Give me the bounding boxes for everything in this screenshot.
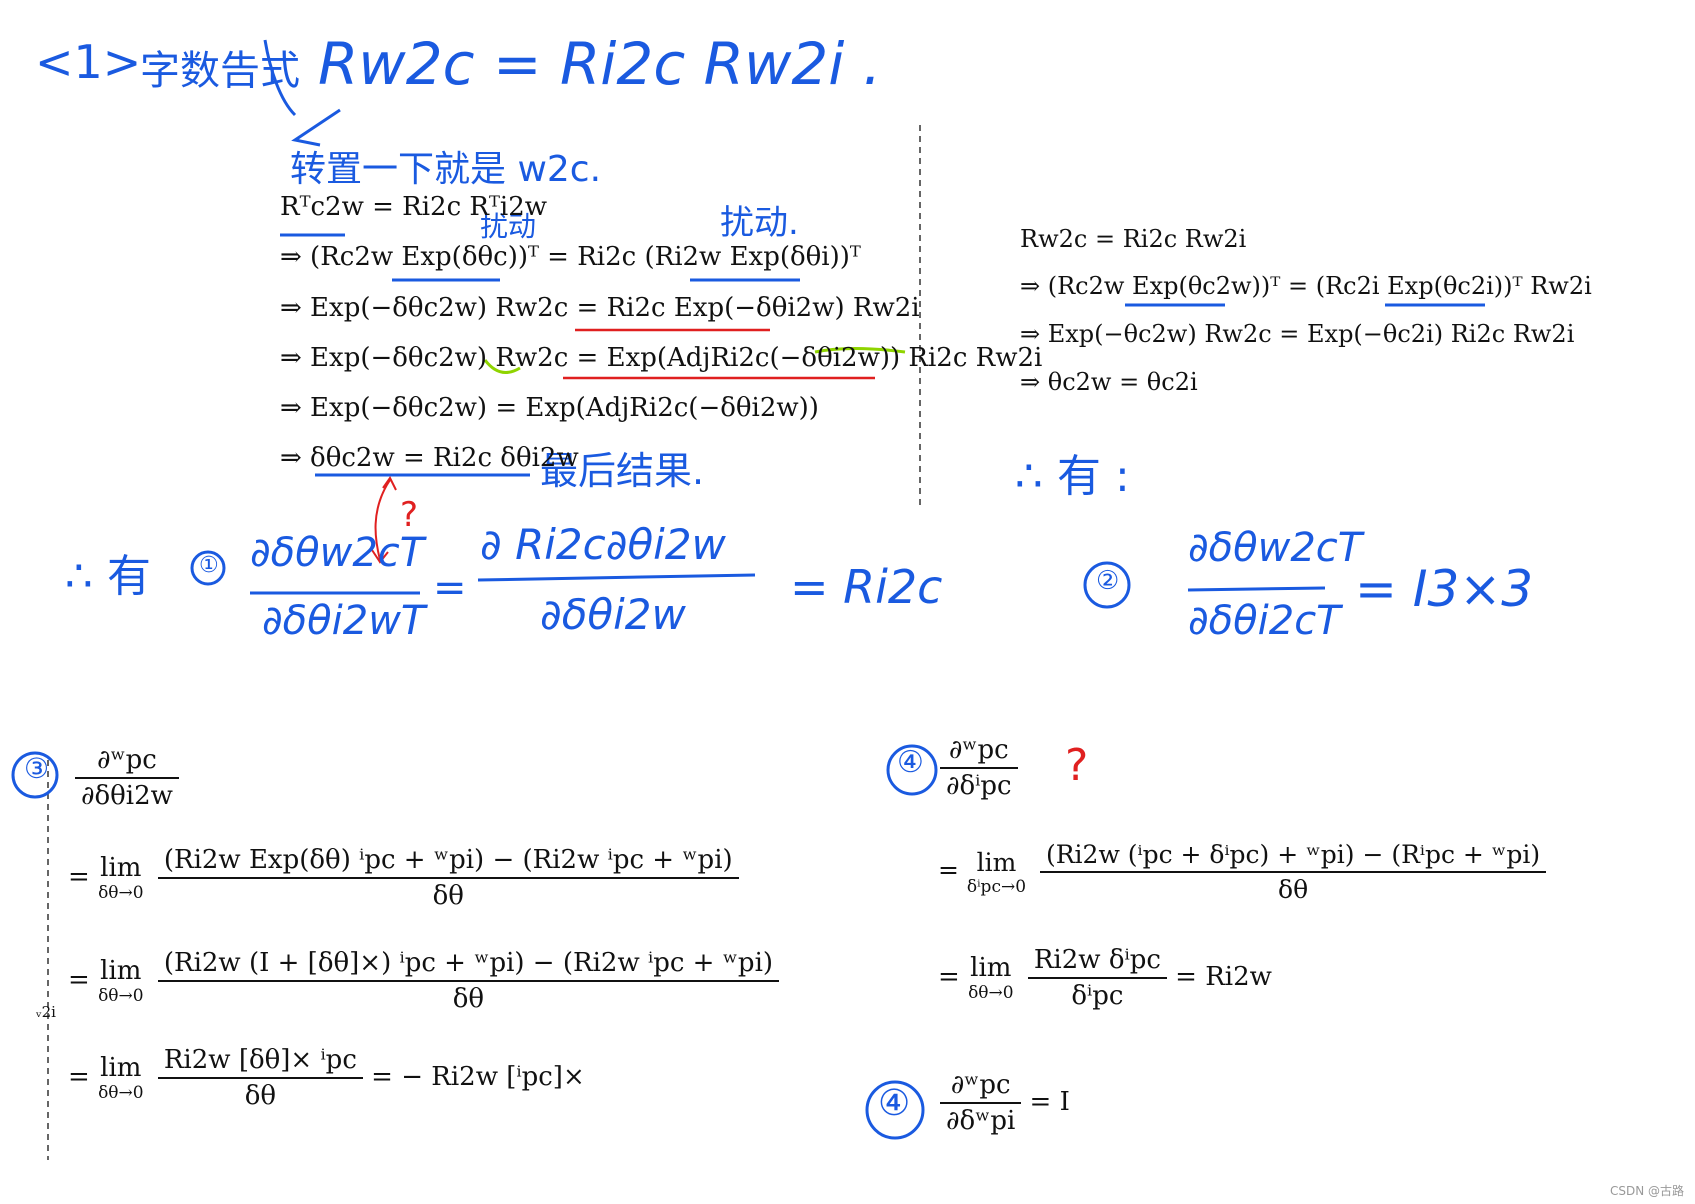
left-line-1: Rᵀc2w = Ri2c Rᵀi2w	[280, 192, 548, 222]
block3-row1-lim-sub: δθ→0	[98, 883, 144, 903]
block3-row2-den: δθ	[157, 980, 780, 1014]
block4-row1-eq: =	[938, 855, 959, 885]
block3-row2-lim: lim	[100, 956, 142, 986]
right-line-4: ⇒ θc2w = θc2i	[1020, 368, 1198, 396]
frac-bar-jac2	[1187, 586, 1326, 592]
transpose-note: 转置一下就是 w2c.	[290, 149, 602, 190]
block4-row1-lim-sub: δⁱpc→0	[966, 876, 1027, 897]
jac2-result: = I3×3	[1355, 560, 1534, 618]
therefore-right: ∴ 有 :	[1015, 451, 1130, 502]
green-mark-2	[814, 347, 906, 354]
jac1-denominator: ∂δθi2wT	[262, 598, 426, 644]
left-line-3: ⇒ Exp(−δθc2w) Rw2c = Ri2c Exp(−δθi2w) Rw…	[280, 293, 920, 323]
block4-row2-den: δⁱpc	[1027, 977, 1167, 1011]
green-mark-1	[483, 359, 521, 374]
circle-1-ring	[190, 550, 226, 586]
block4-row1-lim: lim	[976, 847, 1017, 877]
left-line-2: ⇒ (Rc2w Exp(δθc))ᵀ = Ri2c (Ri2w Exp(δθi)…	[280, 242, 861, 272]
jac1-mid-denominator: ∂δθi2w	[540, 590, 686, 639]
perturb-note-2: 扰动.	[720, 203, 799, 243]
block4-row1-den: δθ	[1039, 871, 1547, 904]
circle-3-ring	[11, 751, 59, 799]
block3-lhs-den: ∂δθi2w	[75, 777, 179, 811]
block5-lhs-den: ∂δʷpi	[940, 1102, 1022, 1136]
arrow-stroke	[263, 39, 297, 117]
block3-row1-lim: lim	[100, 853, 142, 883]
red-arrow-head-top	[382, 476, 397, 491]
block5-result: = I	[1029, 1087, 1070, 1117]
circle-4b-ring	[865, 1080, 925, 1140]
block3-side-fragment: ᵥ2i	[36, 1003, 56, 1021]
red-arrow	[374, 479, 391, 561]
block4-row1-num: (Ri2w (ⁱpc + δⁱpc) + ʷpi) − (Rⁱpc + ʷpi)	[1045, 840, 1541, 869]
jac1-result: = Ri2c	[790, 560, 943, 614]
block3-row1-eq: =	[68, 862, 90, 892]
block4-lhs-den: ∂δⁱpc	[940, 767, 1018, 801]
circle-2-label: ②	[1096, 566, 1120, 596]
block3-lhs-num: ∂ʷpc	[97, 745, 157, 775]
circle-4a-ring	[886, 744, 938, 796]
main-equation: Rw2c = Ri2c Rw2i .	[318, 30, 882, 98]
left-line-6: ⇒ δθc2w = Ri2c δθi2w	[280, 443, 579, 473]
block4-question: ?	[1065, 740, 1089, 791]
block5: ∂ʷpc∂δʷpi = I	[940, 1070, 1070, 1136]
section-label: <1>	[35, 35, 142, 89]
block3-row2-lim-sub: δθ→0	[98, 986, 144, 1006]
circle-2-ring	[1083, 561, 1131, 609]
block4-row2-num: Ri2w δⁱpc	[1033, 945, 1161, 975]
final-result-note: 最后结果.	[540, 449, 705, 493]
block3-row2-eq: =	[68, 965, 90, 995]
block4-lhs: ∂ʷpc∂δⁱpc	[940, 735, 1018, 801]
right-line-2: ⇒ (Rc2w Exp(θc2w))ᵀ = (Rc2i Exp(θc2i))ᵀ …	[1020, 272, 1592, 300]
circle-4b-label: ④	[878, 1083, 911, 1124]
section-title-cn: 字数告式	[140, 48, 300, 94]
right-line-1: Rw2c = Ri2c Rw2i	[1020, 225, 1247, 253]
block3-row1-num: (Ri2w Exp(δθ) ⁱpc + ʷpi) − (Ri2w ⁱpc + ʷ…	[163, 845, 733, 875]
block3-row3-den: δθ	[157, 1077, 363, 1111]
right-line-3: ⇒ Exp(−θc2w) Rw2c = Exp(−θc2i) Ri2c Rw2i	[1020, 320, 1575, 348]
block3-row3-eq: =	[68, 1062, 90, 1092]
block4-row2-lim: lim	[970, 953, 1012, 983]
circle-4a-label: ④	[897, 745, 924, 780]
block4-row2-eq: =	[938, 962, 960, 992]
perturb-note-1: 扰动	[480, 210, 537, 243]
left-line-5: ⇒ Exp(−δθc2w) = Exp(AdjRi2c(−δθi2w))	[280, 393, 819, 423]
block4-row2-result: = Ri2w	[1175, 962, 1272, 992]
block3-row3-lim-sub: δθ→0	[98, 1083, 144, 1103]
question-mark-red: ?	[400, 495, 419, 535]
block3-row1-den: δθ	[157, 877, 739, 911]
block4-row2-lim-sub: δθ→0	[968, 983, 1014, 1003]
therefore-left: ∴ 有	[65, 551, 151, 602]
block3-row3-num: Ri2w [δθ]× ⁱpc	[163, 1045, 357, 1075]
block3-row3-lim: lim	[100, 1053, 142, 1083]
arrow-head	[291, 108, 341, 147]
jac1-equals: =	[433, 565, 467, 611]
circle-1-label: ①	[199, 553, 219, 578]
jac2-denominator: ∂δθi2cT	[1188, 598, 1341, 644]
watermark: CSDN @古路	[1610, 1184, 1685, 1198]
red-arrow-head-bottom	[371, 549, 389, 564]
frac-bar-jac1b	[477, 573, 756, 582]
left-line-4: ⇒ Exp(−δθc2w) Rw2c = Exp(AdjRi2c(−δθi2w)…	[280, 343, 1043, 373]
block3-row2-num: (Ri2w (I + [δθ]×) ⁱpc + ʷpi) − (Ri2w ⁱpc…	[163, 948, 774, 978]
block3-row3-result: = − Ri2w [ⁱpc]×	[371, 1062, 585, 1092]
block3-lhs: ∂ʷpc∂δθi2w	[75, 745, 179, 811]
jac1-mid-numerator: ∂ Ri2c∂θi2w	[480, 520, 726, 569]
circle-3-label: ③	[24, 752, 50, 785]
jac2-numerator: ∂δθw2cT	[1188, 525, 1363, 571]
block5-lhs-num: ∂ʷpc	[950, 1070, 1011, 1100]
block4-lhs-num: ∂ʷpc	[948, 735, 1009, 765]
jac1-numerator: ∂δθw2cT	[250, 530, 425, 576]
